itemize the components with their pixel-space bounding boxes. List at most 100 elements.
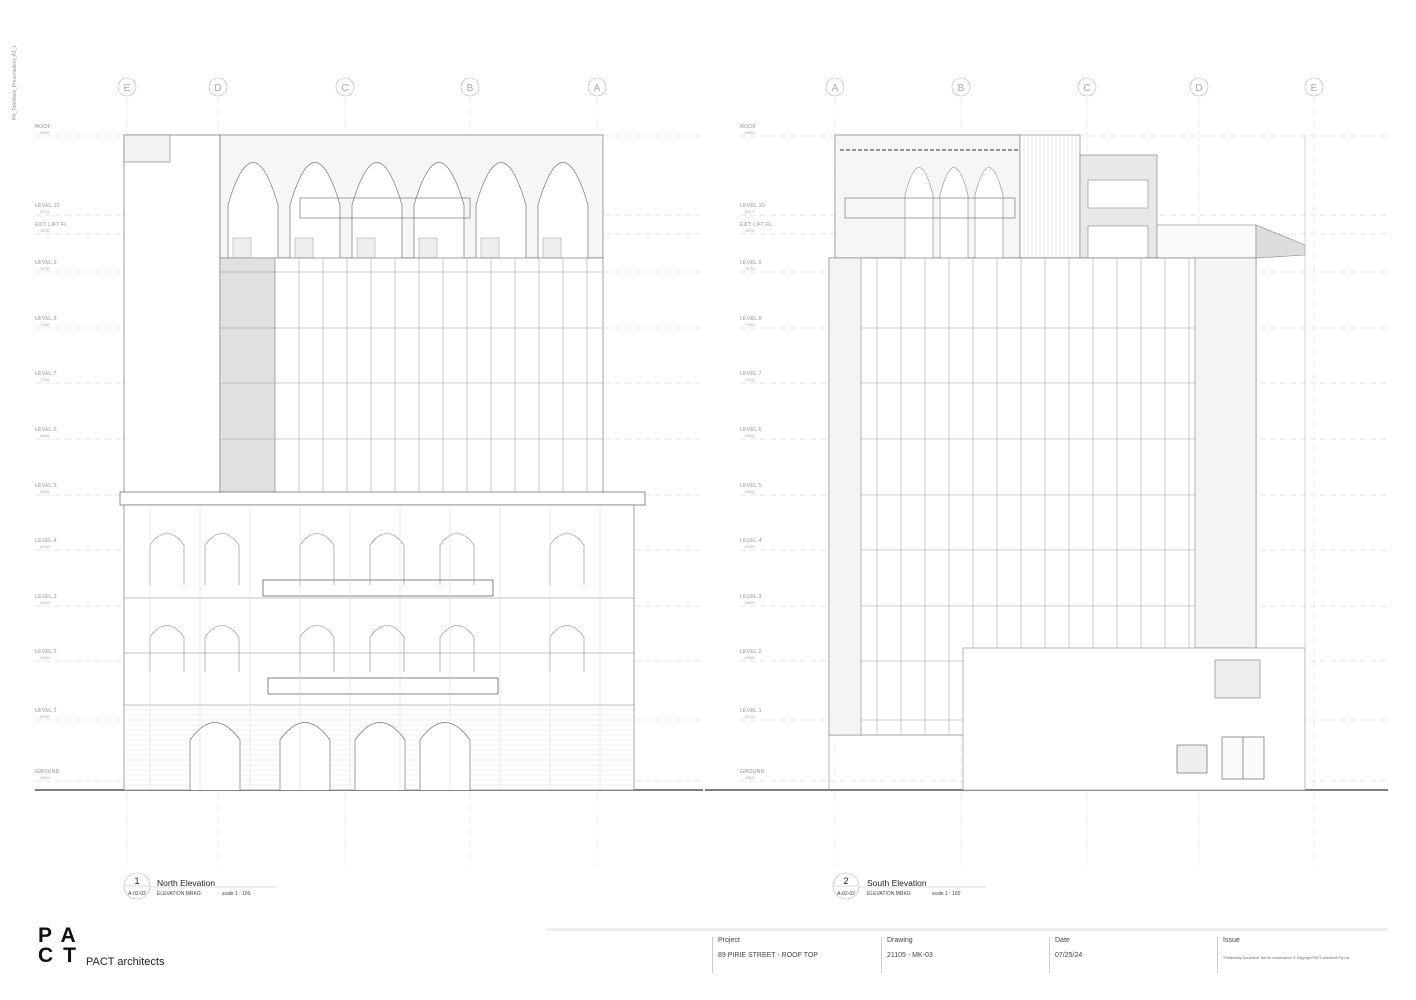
level-rl: 56950 bbox=[40, 601, 50, 605]
level-label: ROOF bbox=[740, 124, 757, 130]
arch bbox=[351, 162, 403, 258]
level-rl: 78750 bbox=[745, 229, 755, 233]
level-rl: 50150 bbox=[40, 715, 50, 719]
view-sheet: A-02-02 bbox=[128, 891, 146, 897]
company-name: PACT architects bbox=[86, 956, 165, 968]
level-label: GROUND bbox=[740, 769, 764, 775]
level-rl: 60250 bbox=[745, 545, 755, 549]
arched-window bbox=[439, 533, 475, 585]
level-label: LEVEL 3 bbox=[35, 594, 57, 600]
arched-window bbox=[204, 533, 240, 585]
shaded-strip bbox=[219, 257, 276, 496]
level-label: EXT. LIFT FL bbox=[740, 222, 772, 228]
level-rl: 70150 bbox=[745, 378, 755, 382]
grid-e bbox=[1304, 77, 1324, 865]
level-label: LEVEL 7 bbox=[35, 371, 57, 377]
date-label: Date bbox=[1055, 937, 1070, 944]
cornice bbox=[119, 491, 646, 506]
stair-louvre bbox=[1214, 659, 1261, 699]
level-rl: 56950 bbox=[745, 601, 755, 605]
level-label: LEVEL 2 bbox=[35, 649, 57, 655]
drawing-value: 21105 - MK-03 bbox=[887, 952, 933, 959]
level-label: LEVEL 4 bbox=[35, 538, 57, 544]
level-label: EXT. LIFT FL bbox=[35, 222, 67, 228]
level-label: LEVEL 1 bbox=[740, 708, 762, 714]
level-label: LEVEL 6 bbox=[740, 427, 762, 433]
window bbox=[1087, 225, 1149, 259]
vertical-cladding bbox=[1019, 134, 1081, 259]
grid-label: D bbox=[214, 83, 221, 94]
level-rl: 80170 bbox=[745, 210, 755, 214]
level-label: LEVEL 2 bbox=[740, 649, 762, 655]
balcony bbox=[267, 677, 499, 695]
glazed-facade bbox=[219, 257, 604, 496]
south-elevation bbox=[828, 134, 1306, 791]
louvre-strip bbox=[1194, 257, 1257, 649]
arch bbox=[974, 167, 1004, 258]
level-rl: 84850 bbox=[40, 131, 50, 135]
ground-arch bbox=[189, 722, 241, 790]
level-rl: 46520 bbox=[745, 776, 755, 780]
level-rl: 76750 bbox=[40, 267, 50, 271]
view-marker bbox=[123, 872, 277, 900]
parapet-panel bbox=[356, 237, 376, 259]
level-rl: 46520 bbox=[40, 776, 50, 780]
arched-window bbox=[204, 625, 240, 672]
grid-label: B bbox=[958, 83, 965, 94]
arched-window bbox=[369, 533, 405, 585]
view-subtitle: ELEVATION MRKG bbox=[157, 891, 201, 897]
level-label: ROOF bbox=[35, 124, 52, 130]
level-rl: 53650 bbox=[40, 656, 50, 660]
level-label: LEVEL 10 bbox=[740, 203, 765, 209]
view-title: South Elevation bbox=[867, 878, 927, 888]
grid-label: D bbox=[1195, 83, 1202, 94]
level-rl: 70150 bbox=[40, 378, 50, 382]
level-rl: 66850 bbox=[40, 434, 50, 438]
grid-label: C bbox=[1083, 83, 1090, 94]
view-title: North Elevation bbox=[157, 878, 216, 888]
level-rl: 84850 bbox=[745, 131, 755, 135]
roof-balustrade bbox=[844, 197, 1016, 219]
level-label: LEVEL 8 bbox=[35, 316, 57, 322]
level-rl: 73450 bbox=[40, 323, 50, 327]
project-label: Project bbox=[718, 937, 740, 944]
level-rl: 50150 bbox=[745, 715, 755, 719]
balcony bbox=[262, 579, 494, 597]
drawing-label: Drawing bbox=[887, 937, 913, 944]
level-rl: 63550 bbox=[745, 490, 755, 494]
view-scale: scale 1 : 100 bbox=[932, 891, 961, 897]
level-label: LEVEL 3 bbox=[740, 594, 762, 600]
arch bbox=[475, 162, 527, 258]
parapet-panel bbox=[418, 237, 438, 259]
canopy-wedge bbox=[1255, 224, 1306, 259]
side-tower bbox=[123, 134, 221, 496]
parapet-panel bbox=[542, 237, 562, 259]
level-label: LEVEL 5 bbox=[740, 483, 762, 489]
date-cell: Date 07/25/24 bbox=[1049, 937, 1082, 973]
date-value: 07/25/24 bbox=[1055, 952, 1083, 959]
level-rl: 60250 bbox=[40, 545, 50, 549]
title-block: Project 89 PIRIE STREET - ROOF TOP Drawi… bbox=[546, 928, 1388, 975]
terrace-screen bbox=[1156, 224, 1257, 259]
arch bbox=[939, 167, 969, 258]
level-label: GROUND bbox=[35, 769, 59, 775]
level-label: LEVEL 9 bbox=[35, 260, 57, 266]
arch bbox=[537, 162, 589, 258]
level-label: LEVEL 4 bbox=[740, 538, 762, 544]
grid-label: A bbox=[594, 83, 601, 94]
grid-label: B bbox=[467, 83, 474, 94]
project-cell: Project 89 PIRIE STREET - ROOF TOP bbox=[712, 937, 818, 973]
level-rl: 63550 bbox=[40, 490, 50, 494]
view-subtitle: ELEVATION MRKG bbox=[867, 891, 911, 897]
roof-balustrade bbox=[299, 197, 471, 219]
level-rl: 53650 bbox=[745, 656, 755, 660]
service-louvre bbox=[1176, 744, 1208, 774]
window bbox=[1087, 179, 1149, 209]
level-label: LEVEL 8 bbox=[740, 316, 762, 322]
arch bbox=[227, 162, 279, 258]
louvre-strip bbox=[828, 257, 862, 736]
grid-label: A bbox=[832, 83, 839, 94]
arch bbox=[413, 162, 465, 258]
level-label: LEVEL 10 bbox=[35, 203, 60, 209]
